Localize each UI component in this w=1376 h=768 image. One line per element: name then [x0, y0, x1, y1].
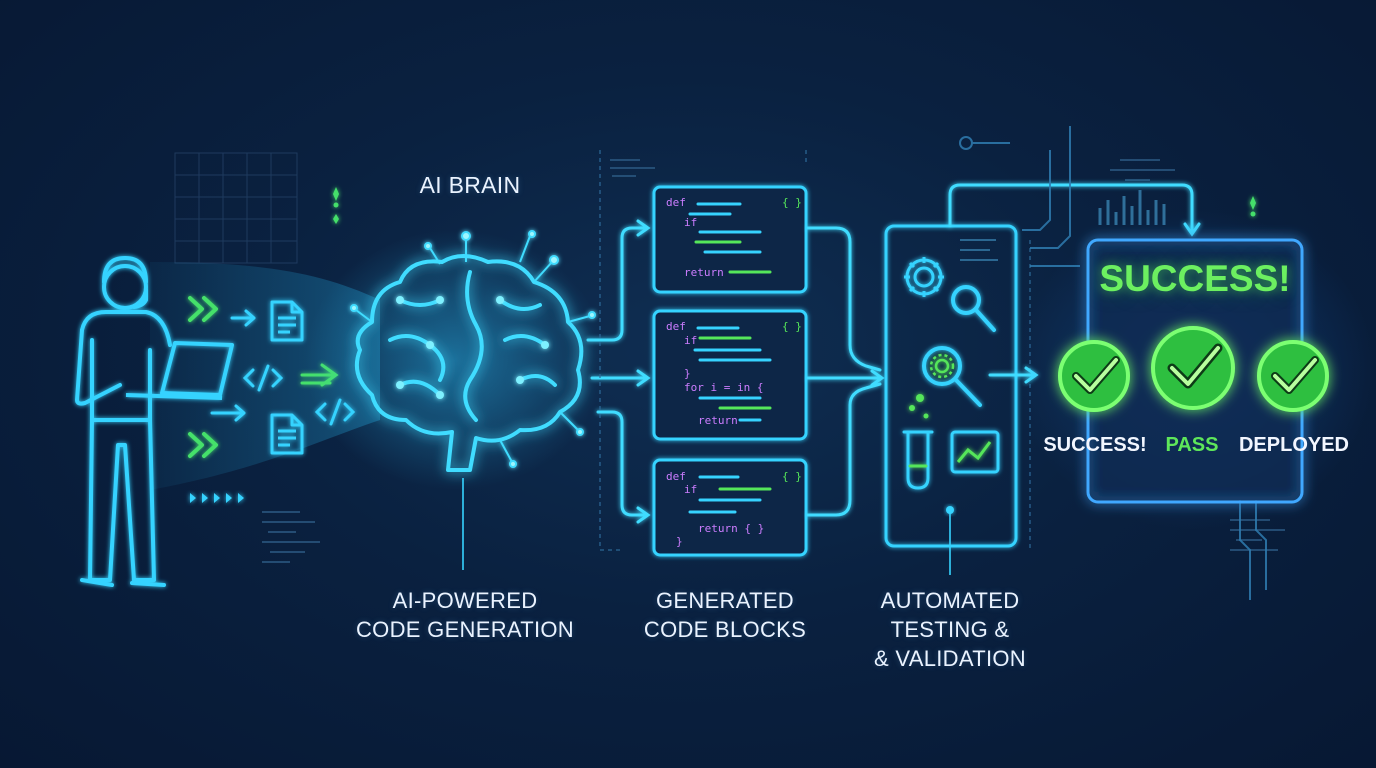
code-if: if: [684, 334, 697, 347]
code-if: if: [684, 483, 697, 496]
gear-icon: [904, 257, 944, 297]
background-grid: [174, 152, 298, 264]
badge-success-label: SUCCESS!: [1043, 434, 1147, 456]
code-close: }: [676, 535, 683, 548]
document-icon: [270, 300, 304, 455]
arrow-icons: [210, 309, 256, 422]
code-block-text: def if return { } def if } for i = in { …: [666, 196, 802, 548]
code-return: return { }: [698, 522, 764, 535]
dotted-chevrons: [190, 493, 244, 503]
step-label-code-blocks: GENERATED CODE BLOCKS: [615, 586, 835, 644]
code-block-bars: [688, 202, 772, 514]
developer-icon: [75, 256, 172, 587]
headset-icon: [102, 256, 148, 284]
code-if: if: [684, 216, 697, 229]
step-label-line: AI-POWERED: [392, 588, 538, 613]
chevron-icons: [188, 296, 218, 458]
badge-pass-label: PASS: [1165, 434, 1219, 456]
code-brace: { }: [782, 320, 802, 333]
code-def: def: [666, 320, 686, 333]
testing-connectors: [806, 226, 885, 517]
step-label-line: CODE BLOCKS: [643, 617, 807, 642]
laptop-icon: [125, 341, 234, 400]
brain-neurons: [350, 230, 596, 468]
brain-icon: [355, 254, 584, 472]
magnifier-icon: [922, 285, 996, 407]
step-label-line: & VALIDATION: [874, 646, 1026, 671]
step-label-code-generation: AI-POWERED CODE GENERATION: [330, 586, 600, 644]
code-def: def: [666, 196, 686, 209]
checkmark-badge-icon: [1058, 340, 1130, 412]
code-brace: { }: [782, 470, 802, 483]
checkmark-badge-icon: [1151, 326, 1235, 410]
code-def: def: [666, 470, 686, 483]
success-headline: SUCCESS!: [1099, 258, 1291, 299]
code-close: }: [684, 367, 691, 380]
code-brace: { }: [782, 196, 802, 209]
step-label-testing: AUTOMATED TESTING & & VALIDATION: [850, 586, 1050, 673]
code-return: return: [684, 266, 724, 279]
brain-title: AI BRAIN: [419, 172, 521, 198]
badge-deployed-label: DEPLOYED: [1238, 434, 1350, 456]
connector-arrows: [586, 219, 651, 524]
step-label-line: AUTOMATED: [880, 588, 1020, 613]
code-for: for i = in {: [684, 381, 763, 394]
brain-nodes: [396, 296, 549, 399]
chart-icon: [950, 430, 1000, 474]
testing-panel: [884, 224, 1018, 548]
inner-gear-icon: [929, 353, 955, 379]
step-label-line: CODE GENERATION: [355, 617, 574, 642]
code-block-3: [652, 458, 808, 557]
code-return: return: [698, 414, 738, 427]
checkmark-badge-icon: [1257, 340, 1329, 412]
step-label-line: GENERATED: [656, 588, 794, 613]
bubble-dots: [909, 394, 929, 419]
test-tube-icon: [902, 430, 934, 490]
equalizer-bars: [1098, 190, 1166, 225]
sparkles: [333, 187, 1256, 224]
step-label-line: TESTING &: [890, 617, 1010, 642]
doc-bars: [960, 239, 998, 261]
